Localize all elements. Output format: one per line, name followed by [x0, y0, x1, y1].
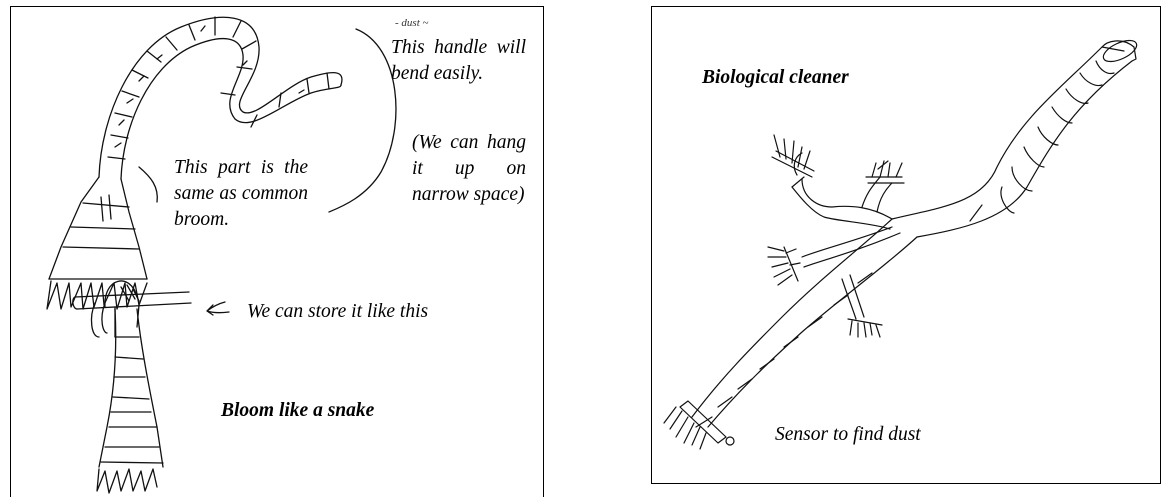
store-note: We can store it like this: [247, 299, 443, 325]
common-note-arc: [139, 167, 157, 202]
stored-broom-drawing: [73, 281, 191, 493]
store-arrow: [207, 302, 229, 315]
right-caption: Biological cleaner: [702, 67, 849, 89]
handle-note: This handle will bend easily.: [391, 35, 526, 87]
common-broom-note: This part is the same as common broom.: [174, 155, 308, 233]
left-caption: Bloom like a snake: [221, 400, 374, 422]
left-panel: - dust ~ This handle will bend easily. (…: [10, 6, 544, 497]
sensor-note: Sensor to find dust: [775, 422, 921, 448]
scribble-text: - dust ~: [395, 17, 428, 29]
right-panel: Biological cleaner Sensor to find dust: [651, 6, 1161, 484]
handle-note-arc: [329, 29, 396, 212]
hang-note: (We can hang it up on narrow space): [412, 130, 526, 208]
